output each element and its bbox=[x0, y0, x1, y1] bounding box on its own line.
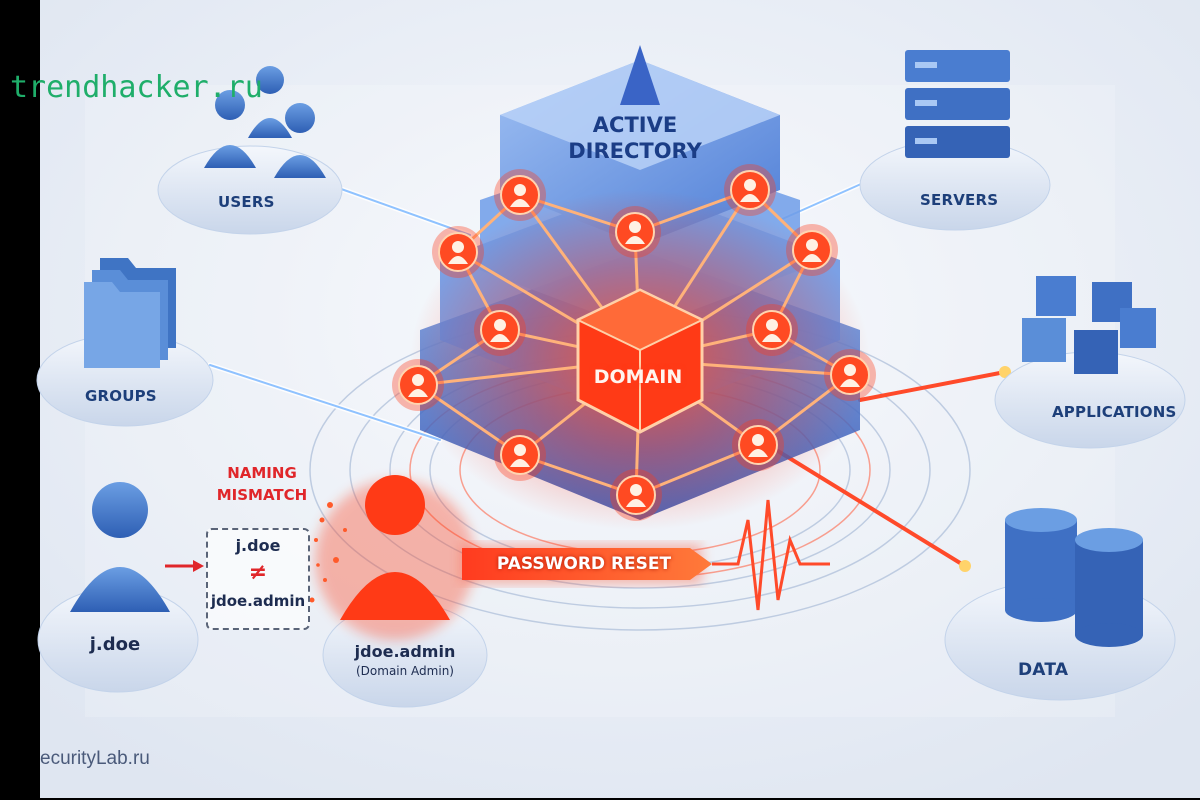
user-node-icon bbox=[494, 169, 546, 221]
red-endpoint-data bbox=[959, 560, 971, 572]
network-link bbox=[519, 193, 636, 234]
network-link bbox=[519, 453, 637, 497]
user-node-icon bbox=[609, 206, 661, 258]
password-reset-label: PASSWORD RESET bbox=[496, 554, 672, 574]
applications-platform bbox=[994, 276, 1186, 449]
mismatch-line2: MISMATCH bbox=[216, 486, 308, 504]
user-node-icon bbox=[392, 359, 444, 411]
server-icon bbox=[905, 50, 1010, 158]
groups-label: GROUPS bbox=[85, 387, 157, 405]
servers-label: SERVERS bbox=[920, 191, 999, 209]
data-label: DATA bbox=[1018, 660, 1069, 680]
user-node-icon bbox=[494, 429, 546, 481]
folder-icon bbox=[84, 258, 176, 368]
admin-platform bbox=[309, 475, 488, 708]
user-icon bbox=[70, 482, 170, 612]
user-node-icon bbox=[474, 304, 526, 356]
active-directory-title: ACTIVE DIRECTORY bbox=[560, 112, 710, 164]
users-label: USERS bbox=[218, 193, 275, 211]
ad-logo-icon bbox=[620, 45, 660, 105]
admin-name-label: jdoe.admin bbox=[354, 642, 456, 661]
source-credit: ecurityLab.ru bbox=[40, 748, 150, 769]
user-node-icon bbox=[786, 224, 838, 276]
user-node-icon bbox=[824, 349, 876, 401]
jdoe-platform bbox=[37, 482, 199, 693]
cubes-icon bbox=[1022, 276, 1156, 374]
user-node-icon bbox=[746, 304, 798, 356]
watermark: trendhacker.ru bbox=[10, 70, 263, 105]
database-icon bbox=[1005, 508, 1143, 647]
not-equal-sign: ≠ bbox=[248, 560, 268, 585]
source-user-label: j.doe bbox=[89, 634, 141, 655]
network-link bbox=[635, 443, 759, 497]
naming-mismatch-title: NAMING MISMATCH bbox=[212, 462, 312, 506]
admin-user-icon bbox=[340, 475, 450, 620]
mismatch-line1: NAMING bbox=[227, 464, 297, 482]
domain-label: DOMAIN bbox=[593, 366, 683, 388]
data-platform bbox=[944, 508, 1176, 701]
domain-core-cube bbox=[575, 288, 705, 434]
user-node-icon bbox=[724, 164, 776, 216]
mismatch-admin-name: jdoe.admin bbox=[210, 592, 306, 610]
applications-label: APPLICATIONS bbox=[1052, 403, 1177, 421]
mismatch-user-name: j.doe bbox=[235, 536, 281, 555]
disintegration-particles bbox=[309, 502, 347, 603]
admin-role-label: (Domain Admin) bbox=[356, 664, 454, 678]
ad-title-line2: DIRECTORY bbox=[568, 139, 702, 163]
ad-title-line1: ACTIVE bbox=[592, 113, 678, 137]
users-platform bbox=[157, 66, 343, 235]
user-node-icon bbox=[732, 419, 784, 471]
user-node-icon bbox=[432, 226, 484, 278]
mismatch-box: j.doe ≠ jdoe.admin bbox=[206, 528, 310, 630]
password-reset-arrow bbox=[462, 499, 830, 611]
groups-platform bbox=[36, 258, 214, 427]
red-endpoint-applications bbox=[999, 366, 1011, 378]
network-link bbox=[417, 383, 521, 457]
network-link bbox=[634, 188, 751, 234]
servers-platform bbox=[859, 50, 1051, 231]
users-icon bbox=[204, 66, 326, 178]
user-node-icon bbox=[610, 469, 662, 521]
domain-user-nodes bbox=[392, 164, 876, 521]
arrow-to-mismatch bbox=[165, 560, 204, 572]
